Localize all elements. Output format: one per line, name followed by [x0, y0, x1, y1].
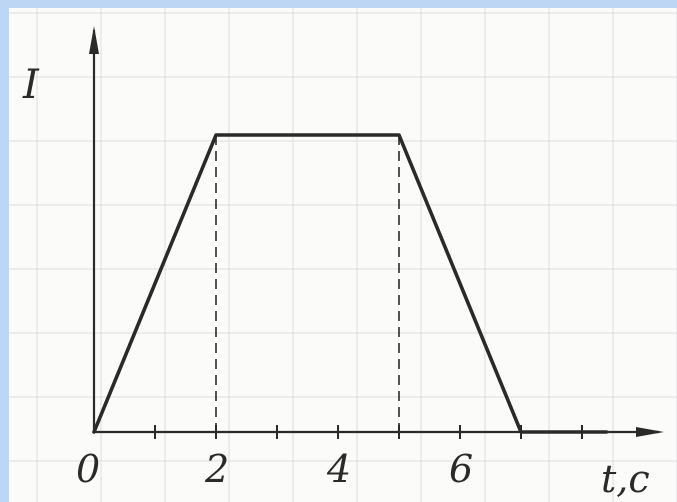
chart-frame: 0 2 4 6 I t,c — [9, 8, 677, 502]
x-tick-label: 4 — [326, 447, 351, 491]
x-ticks: 0 2 4 6 — [76, 425, 583, 491]
x-axis-arrow — [636, 427, 664, 437]
dashed-guides — [215, 135, 400, 432]
x-tick-label: 2 — [204, 447, 229, 491]
x-tick-label: 6 — [449, 447, 473, 491]
series-line — [92, 133, 609, 434]
x-tick-label: 0 — [76, 447, 100, 491]
chart-grid — [9, 8, 677, 502]
y-axis-arrow — [89, 26, 99, 54]
chart-svg: 0 2 4 6 I t,c — [9, 8, 677, 502]
y-axis-label: I — [22, 62, 40, 108]
x-axis-label: t,c — [601, 457, 650, 501]
series-group — [92, 133, 609, 434]
